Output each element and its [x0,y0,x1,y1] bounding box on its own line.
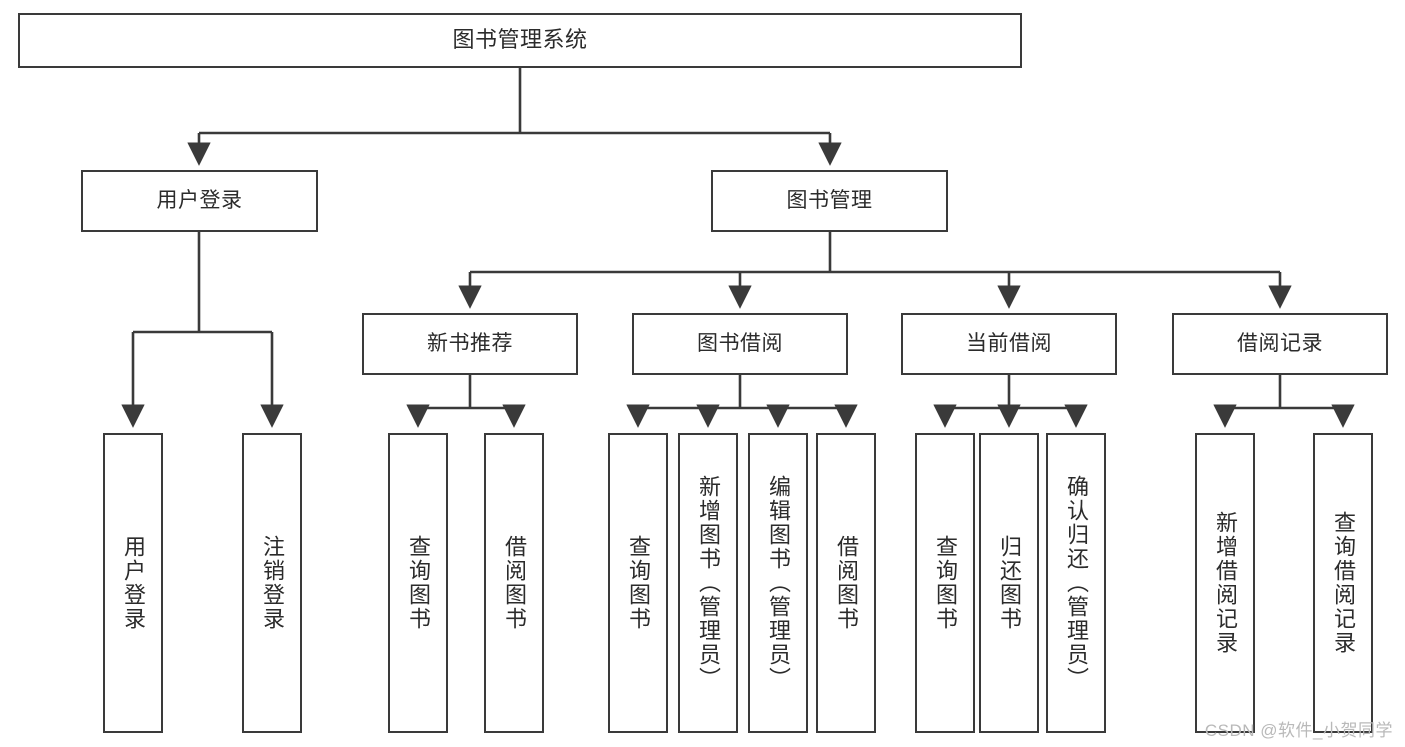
node-user-login[interactable]: 用户登录 [81,170,318,232]
node-borrow-record[interactable]: 借阅记录 [1172,313,1388,375]
node-leaf-logout-login[interactable]: 注销登录 [242,433,302,733]
node-new-book-recommend[interactable]: 新书推荐 [362,313,578,375]
node-borrow-record-label: 借阅记录 [1237,332,1323,356]
node-book-borrow[interactable]: 图书借阅 [632,313,848,375]
node-root-book-management-system[interactable]: 图书管理系统 [18,13,1022,68]
node-leaf-add-record[interactable]: 新增借阅记录 [1195,433,1255,733]
node-leaf-borrow-book-2[interactable]: 借阅图书 [816,433,876,733]
node-leaf-return-book-label: 归还图书 [997,535,1022,631]
node-root-label: 图书管理系统 [452,27,588,53]
node-leaf-add-record-label: 新增借阅记录 [1213,511,1238,655]
node-leaf-query-book-3[interactable]: 查询图书 [915,433,975,733]
node-leaf-borrow-book-2-label: 借阅图书 [834,535,859,631]
node-book-manage[interactable]: 图书管理 [711,170,948,232]
node-leaf-logout-login-label: 注销登录 [260,535,285,631]
node-leaf-user-login-label: 用户登录 [121,535,146,631]
node-book-borrow-label: 图书借阅 [697,332,783,356]
node-leaf-add-book[interactable]: 新增图书（管理员） [678,433,738,733]
node-leaf-query-book-2[interactable]: 查询图书 [608,433,668,733]
node-new-book-recommend-label: 新书推荐 [427,332,513,356]
node-leaf-query-book-1-label: 查询图书 [406,535,431,631]
node-book-manage-label: 图书管理 [786,189,873,213]
node-leaf-borrow-book-1[interactable]: 借阅图书 [484,433,544,733]
node-leaf-add-book-label: 新增图书（管理员） [696,475,721,691]
node-leaf-return-book[interactable]: 归还图书 [979,433,1039,733]
node-leaf-confirm-return[interactable]: 确认归还（管理员） [1046,433,1106,733]
node-leaf-edit-book[interactable]: 编辑图书（管理员） [748,433,808,733]
node-leaf-query-record[interactable]: 查询借阅记录 [1313,433,1373,733]
node-leaf-query-record-label: 查询借阅记录 [1331,511,1356,655]
node-leaf-confirm-return-label: 确认归还（管理员） [1064,475,1089,691]
node-leaf-borrow-book-1-label: 借阅图书 [502,535,527,631]
node-leaf-query-book-3-label: 查询图书 [933,535,958,631]
node-leaf-query-book-1[interactable]: 查询图书 [388,433,448,733]
node-current-borrow[interactable]: 当前借阅 [901,313,1117,375]
node-current-borrow-label: 当前借阅 [966,332,1052,356]
node-leaf-query-book-2-label: 查询图书 [626,535,651,631]
node-leaf-edit-book-label: 编辑图书（管理员） [766,475,791,691]
node-user-login-label: 用户登录 [156,189,243,213]
node-leaf-user-login[interactable]: 用户登录 [103,433,163,733]
